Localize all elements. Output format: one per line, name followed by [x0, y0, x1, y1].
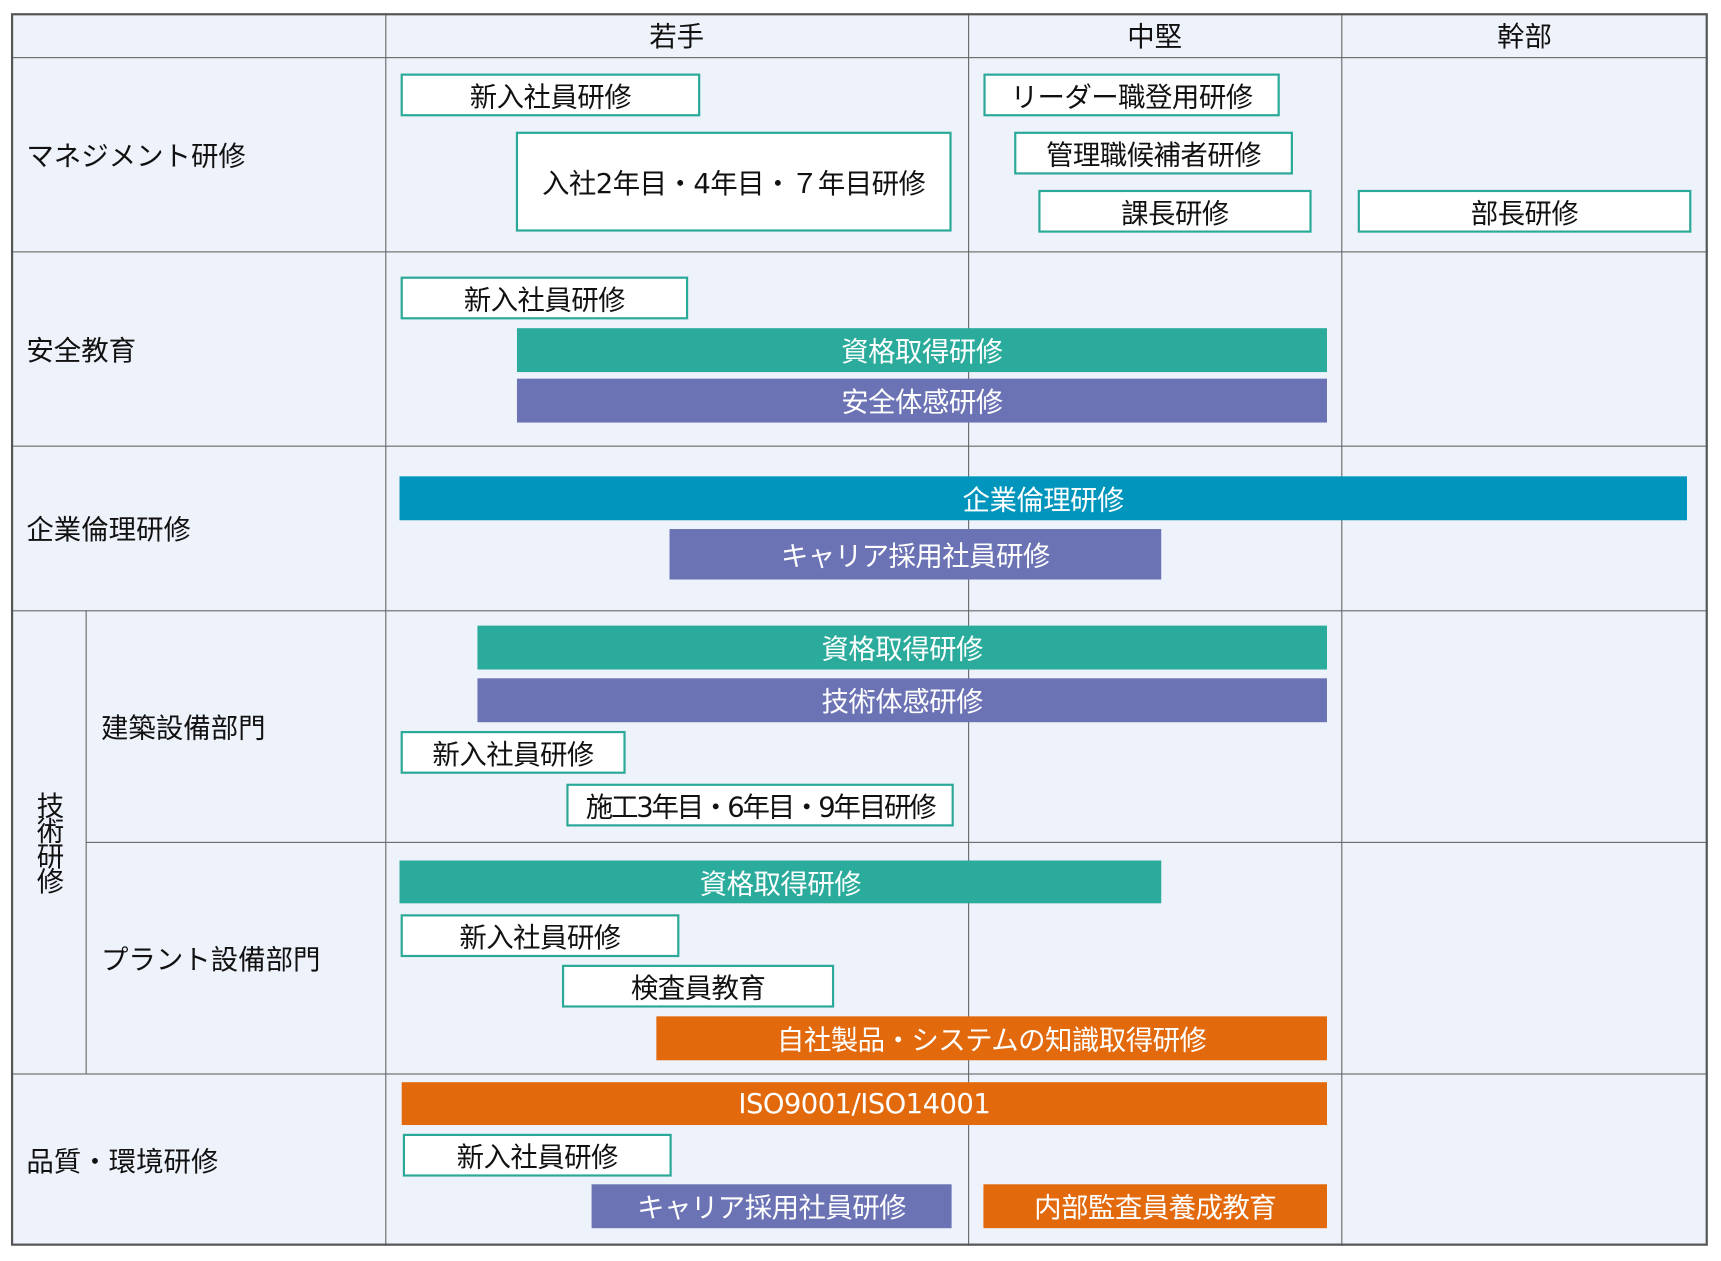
row-label-quality: 品質・環境研修	[26, 1145, 219, 1178]
training-construction-year-3-6-9: 施工3年目・6年目・9年目研修	[566, 783, 954, 827]
training-technical-experience: 技術体感研修	[477, 678, 1327, 723]
row-divider	[10, 1073, 1708, 1075]
training-leader-appointment: リーダー職登用研修	[983, 73, 1280, 117]
row-label-plant: プラント設備部門	[100, 943, 321, 976]
training-new-employee: 新入社員研修	[400, 730, 626, 774]
row-label-ethics: 企業倫理研修	[26, 513, 191, 546]
training-qualification: 資格取得研修	[477, 625, 1327, 670]
row-divider	[10, 610, 1708, 612]
row-label-technical: 技術研修	[32, 791, 65, 893]
training-section-chief: 課長研修	[1038, 189, 1312, 233]
row-divider	[10, 57, 1708, 59]
training-iso: ISO9001/ISO14001	[401, 1082, 1327, 1126]
training-department-head: 部長研修	[1357, 189, 1692, 233]
header-junior: 若手	[649, 20, 705, 53]
row-divider	[85, 841, 1708, 843]
training-mid-career-hire: キャリア採用社員研修	[669, 529, 1162, 580]
training-corporate-ethics: 企業倫理研修	[399, 476, 1687, 521]
training-mid-career-hire: キャリア採用社員研修	[591, 1184, 952, 1229]
training-internal-auditor: 内部監査員養成教育	[983, 1184, 1327, 1229]
training-safety-experience: 安全体感研修	[516, 378, 1327, 423]
training-manager-candidate: 管理職候補者研修	[1014, 131, 1293, 175]
row-label-management: マネジメント研修	[26, 139, 246, 172]
chart-frame	[10, 13, 1708, 1246]
row-label-safety: 安全教育	[26, 334, 137, 367]
training-new-employee: 新入社員研修	[400, 276, 689, 320]
row-label-building: 建築設備部門	[100, 711, 266, 744]
row-divider	[10, 251, 1708, 253]
training-qualification: 資格取得研修	[516, 328, 1327, 373]
training-new-employee: 新入社員研修	[402, 1133, 672, 1177]
training-new-employee: 新入社員研修	[400, 914, 680, 958]
header-mid: 中堅	[1127, 20, 1183, 53]
training-year-2-4-7: 入社2年目・4年目・７年目研修	[515, 131, 952, 232]
col-divider	[385, 13, 387, 1246]
row-divider	[10, 445, 1708, 447]
training-inspector: 検査員教育	[561, 964, 835, 1008]
training-new-employee: 新入社員研修	[400, 73, 701, 117]
training-product-knowledge: 自社製品・システムの知識取得研修	[656, 1016, 1327, 1061]
training-qualification: 資格取得研修	[399, 860, 1162, 904]
col-divider	[85, 610, 87, 1074]
col-divider	[1341, 13, 1343, 1246]
header-executive: 幹部	[1497, 20, 1552, 53]
